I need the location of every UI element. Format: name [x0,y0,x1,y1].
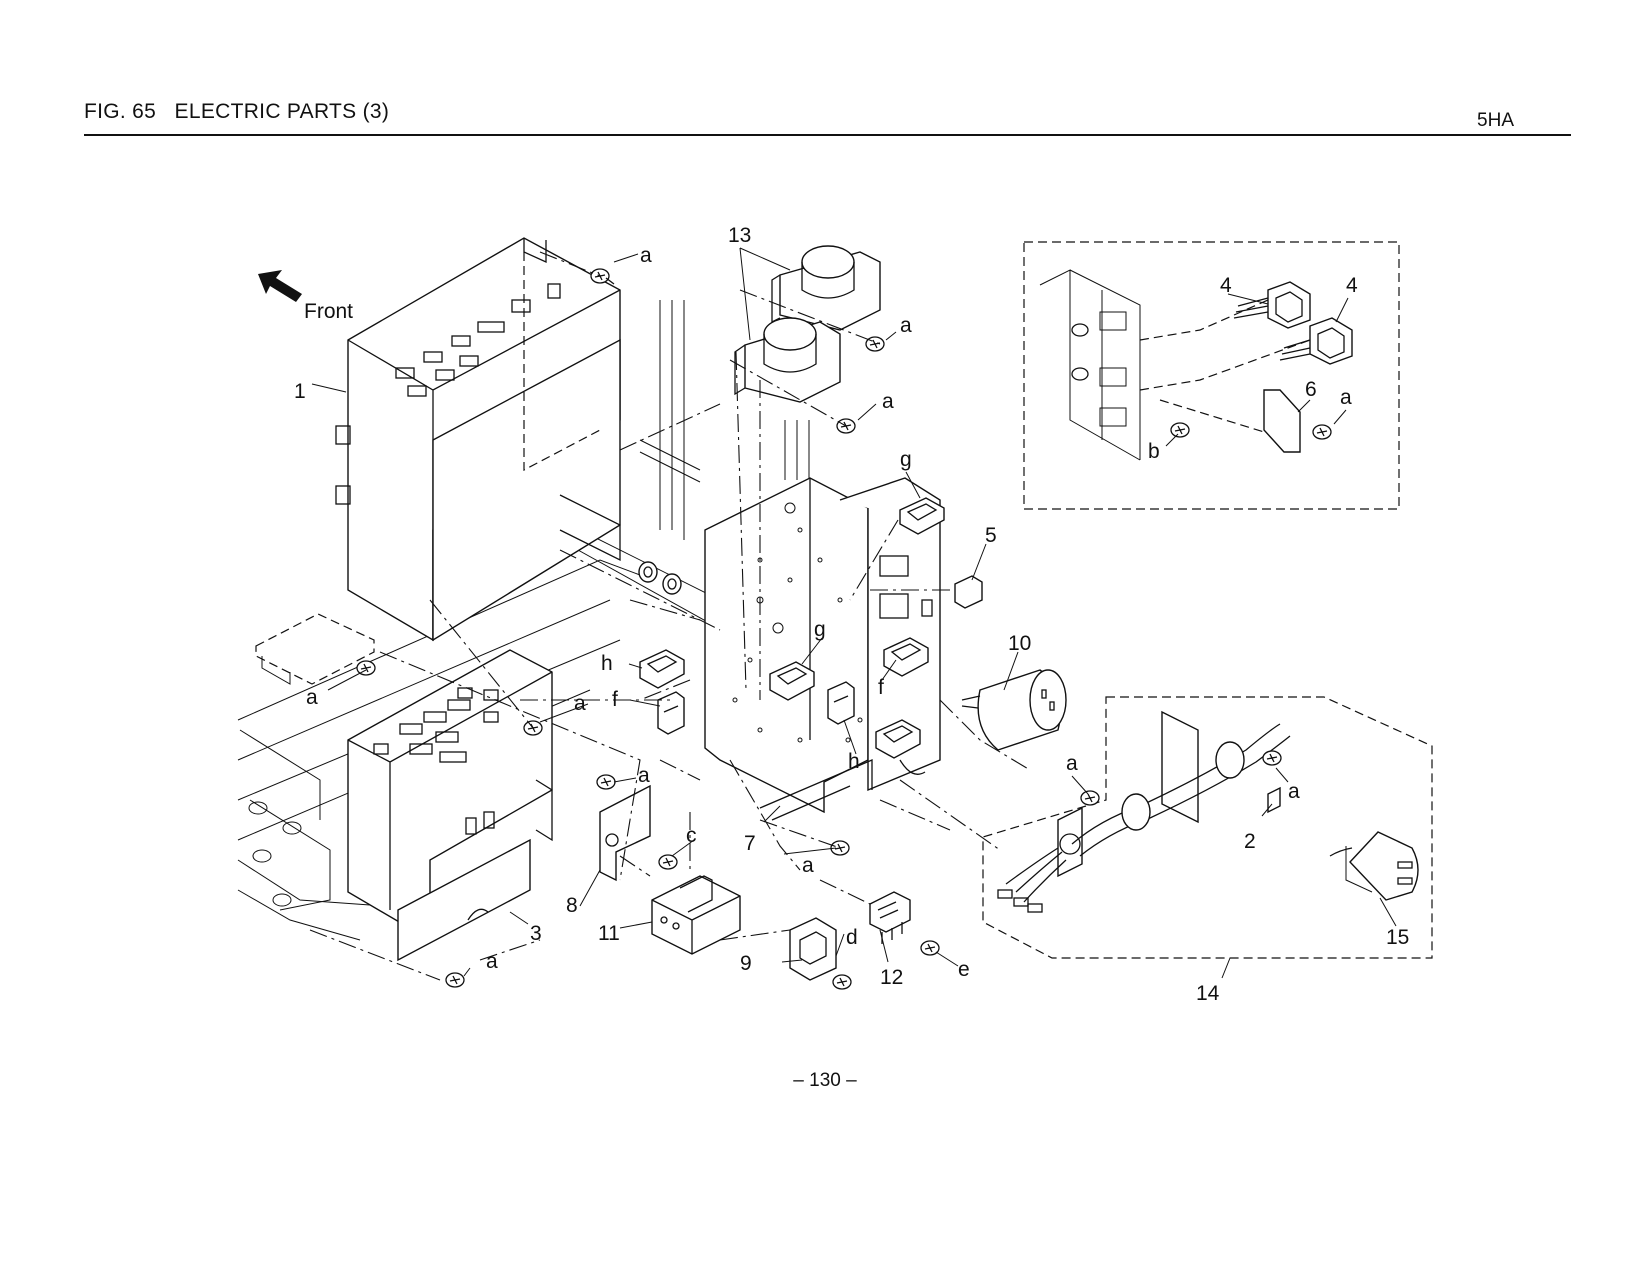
callout-10: 10 [1008,632,1031,655]
front-arrow-icon [258,270,302,302]
clip-h-lower [875,719,921,759]
callout-8: 8 [566,894,578,917]
callout-a-inset: a [1340,386,1352,409]
figure-title: FIG. 65 ELECTRIC PARTS (3) [84,100,390,123]
callout-labels: 13 a a a 1 g 5 4 4 6 a b 10 a a h g f f … [294,224,1409,1005]
header-rule [84,134,1571,136]
callout-7: 7 [744,832,756,855]
callout-a-transformer-upper: a [900,314,912,337]
callout-a-cord-right: a [1288,780,1300,803]
callout-c: c [686,824,697,847]
clip-g-lower [769,661,815,701]
cord-bracket [1161,710,1199,824]
part-12-power-switch [869,891,911,944]
callout-d: d [846,926,858,949]
callout-9: 9 [740,952,752,975]
callout-a-cord-left: a [1066,752,1078,775]
part-13-transformer-upper [771,245,881,331]
callout-e: e [958,958,970,981]
spacer-grommets [638,561,682,595]
callout-a-transformer-lower: a [882,390,894,413]
alignment-lines [309,251,1031,981]
part-4-ac-inlet-lower [1279,317,1353,365]
callout-5: 5 [985,524,997,547]
part-1-pcb-enclosure [335,237,621,642]
callout-15: 15 [1386,926,1409,949]
leader-lines [311,247,1397,979]
callout-a-chassis: a [802,854,814,877]
callout-14: 14 [1196,982,1220,1005]
part-8-bracket [599,784,651,882]
callout-13: 13 [728,224,751,247]
inset-detail-box [1023,241,1400,510]
model-code: 5HA [1477,110,1514,131]
callout-a-bracket: a [306,686,318,709]
callout-b: b [1148,440,1160,463]
part-7-chassis-panel [704,477,941,821]
callout-a-bracket8: a [638,764,650,787]
callout-f-right: f [878,676,884,699]
part-15-plug [1329,831,1419,901]
clip-h-upper [639,649,685,689]
callout-1: 1 [294,380,306,403]
callout-a-top: a [640,244,652,267]
part-10-capacitor [961,669,1067,751]
callout-h-upper: h [601,652,613,675]
callout-4-left: 4 [1220,274,1232,297]
cord-plate [1057,806,1083,878]
callout-a-bottom: a [486,950,498,973]
callout-f-left: f [612,688,618,711]
part-2-label [1267,786,1281,814]
callout-4-right: 4 [1346,274,1358,297]
mounting-bracket [255,613,375,685]
power-cord [997,723,1291,913]
page-number: – 130 – [793,1070,857,1091]
clip-f-left [657,691,685,735]
part-13-transformer-lower [734,317,841,403]
callout-g-lower: g [814,618,826,641]
screw-icons [356,268,1332,990]
callout-11: 11 [598,922,620,945]
part-5-connector [954,575,983,609]
clip-f-middle [827,681,855,725]
callout-3: 3 [530,922,542,945]
callout-12: 12 [880,966,903,989]
part-11-relay [651,875,741,955]
part-9-switch-holder [789,917,837,981]
front-label: Front [304,300,353,323]
callout-2: 2 [1244,830,1256,853]
callout-a-pcb: a [574,692,586,715]
clip-f-right [883,637,929,677]
clip-g-upper [899,497,945,535]
callout-g-upper: g [900,448,912,471]
part-14-cord-assembly-box [982,696,1433,959]
part-3-pcb-board [347,649,553,962]
callout-6: 6 [1305,378,1317,401]
callout-h-lower: h [848,750,860,773]
part-4-ac-inlet-upper [1233,281,1311,329]
